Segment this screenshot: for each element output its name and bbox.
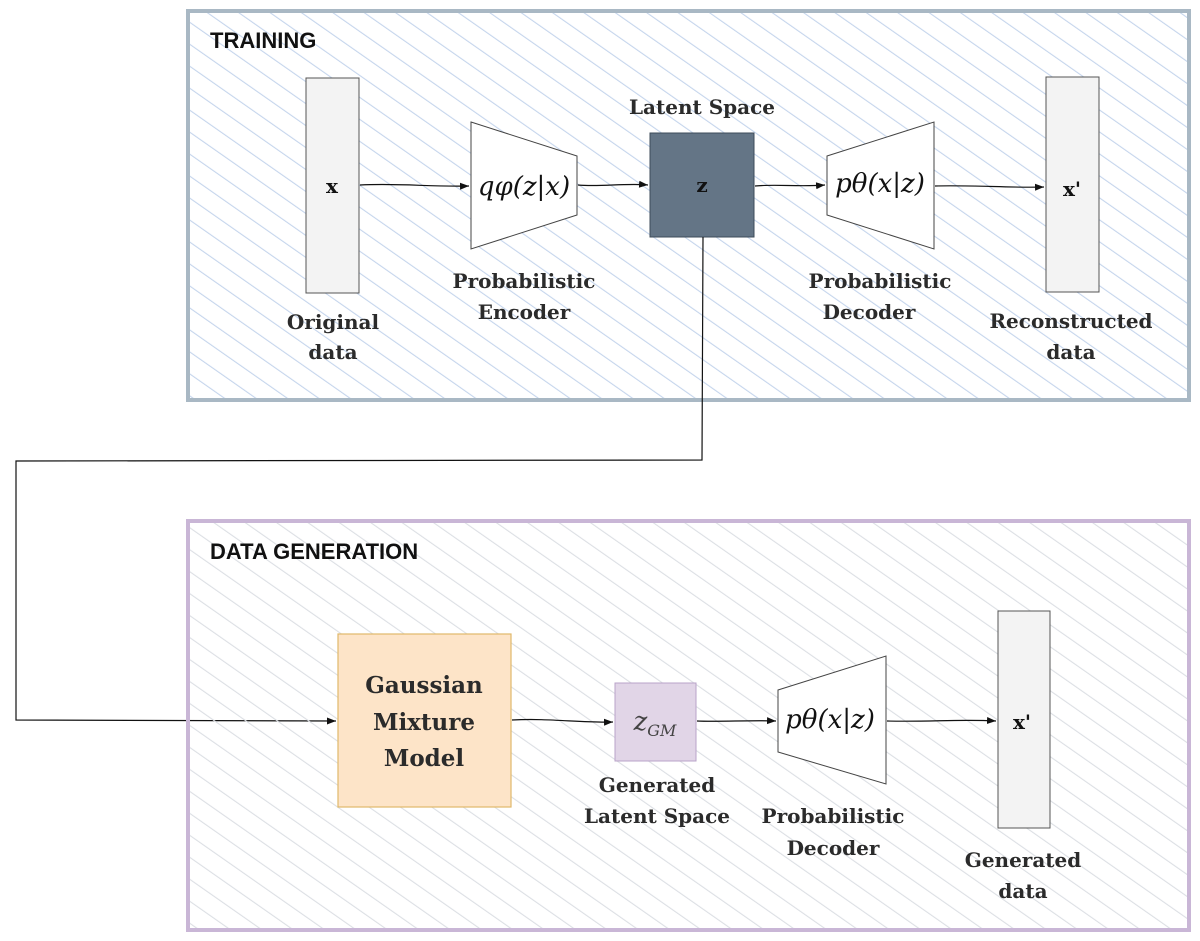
reconstructed-data-label-line1: Reconstructed	[989, 309, 1152, 333]
latent-space-box	[649, 132, 755, 238]
reconstructed-data-symbol: x'	[1063, 177, 1081, 201]
gmm-box	[337, 633, 512, 808]
decoder-trapezoid	[826, 121, 935, 250]
arrow-encoder-to-latent	[577, 180, 649, 188]
original-data-symbol: x	[326, 174, 339, 198]
generation-panel-border	[186, 519, 1191, 932]
generated-data-bar	[997, 610, 1051, 829]
encoder-trapezoid	[470, 121, 578, 250]
arrow-decoder-to-generated	[886, 717, 997, 724]
encoder-formula: qφ(z|x)	[478, 172, 570, 202]
reconstructed-data-label-line2: data	[1046, 340, 1095, 364]
generation-decoder-label-line2: Decoder	[787, 836, 880, 860]
reconstructed-data-bar	[1045, 76, 1100, 293]
generated-data-label-line2: data	[998, 879, 1047, 903]
arrow-decoder-to-output	[934, 183, 1045, 191]
generated-latent-label-line2: Latent Space	[584, 804, 730, 828]
connector-latent-to-gmm	[15, 236, 704, 725]
arrow-latent-to-decoder-gen	[696, 717, 777, 725]
generation-decoder-trapezoid	[777, 655, 887, 785]
gmm-label-line3: Model	[384, 745, 465, 772]
decoder-label-line1: Probabilistic	[809, 269, 952, 293]
gmm-label-line2: Mixture	[373, 709, 475, 736]
training-title: TRAINING	[210, 28, 316, 53]
original-data-bar	[305, 77, 360, 294]
encoder-label-line2: Encoder	[478, 300, 571, 324]
encoder-label-line1: Probabilistic	[453, 269, 596, 293]
generated-latent-label-line1: Generated	[599, 773, 716, 797]
generated-data-symbol: x'	[1013, 710, 1031, 734]
training-panel-border	[186, 9, 1191, 402]
arrow-gmm-to-latent	[511, 718, 614, 726]
latent-space-title: Latent Space	[629, 95, 775, 119]
original-data-label-line1: Original	[287, 310, 380, 334]
latent-symbol: z	[696, 173, 707, 197]
arrow-input-to-encoder	[359, 182, 470, 190]
generated-data-label-line1: Generated	[965, 848, 1082, 872]
generation-decoder-label-line1: Probabilistic	[762, 804, 905, 828]
original-data-label-line2: data	[308, 340, 357, 364]
gmm-label-line1: Gaussian	[365, 672, 483, 699]
generated-latent-box	[614, 682, 697, 762]
generation-decoder-formula: pθ(x|z)	[785, 705, 875, 735]
generation-title: DATA GENERATION	[210, 539, 418, 564]
training-panel: TRAINING x Original data qφ(z|x) Probabi…	[186, 9, 1191, 402]
decoder-formula: pθ(x|z)	[835, 169, 925, 199]
generation-panel: DATA GENERATION Gaussian Mixture Model z…	[186, 519, 1191, 932]
arrow-latent-to-decoder	[754, 182, 826, 190]
decoder-label-line2: Decoder	[823, 300, 916, 324]
